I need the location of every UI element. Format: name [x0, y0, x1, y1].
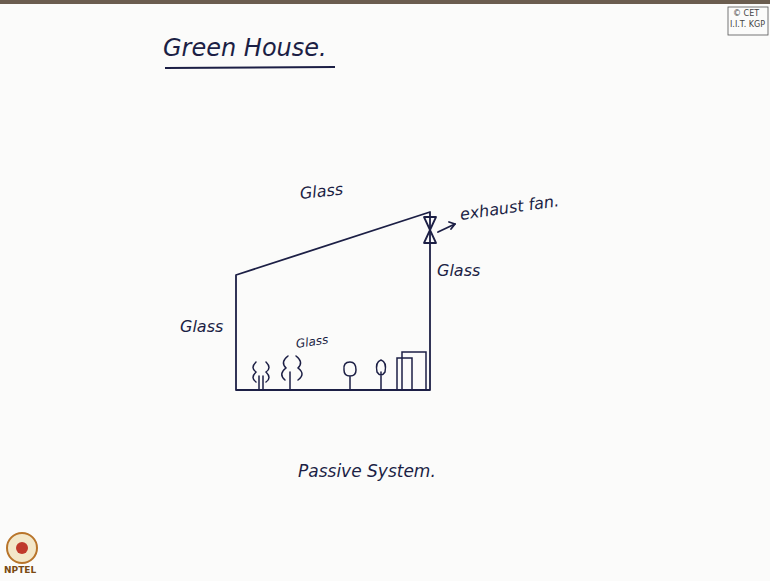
plant-pot [397, 358, 412, 390]
plant [377, 360, 386, 390]
diagram-title: Green House. [163, 35, 327, 61]
fan-label: exhaust fan. [459, 192, 560, 223]
logo-center [16, 542, 28, 554]
logo-text: NPTEL [4, 566, 36, 576]
system-label: Passive System. [298, 462, 436, 481]
plants [253, 352, 426, 390]
storage-box [402, 352, 426, 390]
watermark: © CET [733, 10, 759, 19]
glass-label: Glass [299, 181, 344, 203]
paper-edge [0, 0, 770, 4]
logo-ring [7, 533, 37, 563]
plant [344, 362, 356, 390]
plant [253, 362, 269, 390]
glass-label: Glass [295, 334, 329, 352]
greenhouse-outline [236, 212, 455, 390]
exhaust-fan-symbol [424, 217, 436, 243]
watermark: I.I.T. KGP [730, 21, 765, 30]
title-underline [165, 67, 335, 68]
glass-label: Glass [437, 262, 480, 280]
watermark-box [728, 7, 768, 35]
nptel-logo [7, 533, 37, 563]
fan-arrowhead [449, 222, 455, 229]
greenhouse-frame [236, 212, 430, 390]
glass-label: Glass [180, 318, 223, 336]
plant [282, 356, 302, 390]
